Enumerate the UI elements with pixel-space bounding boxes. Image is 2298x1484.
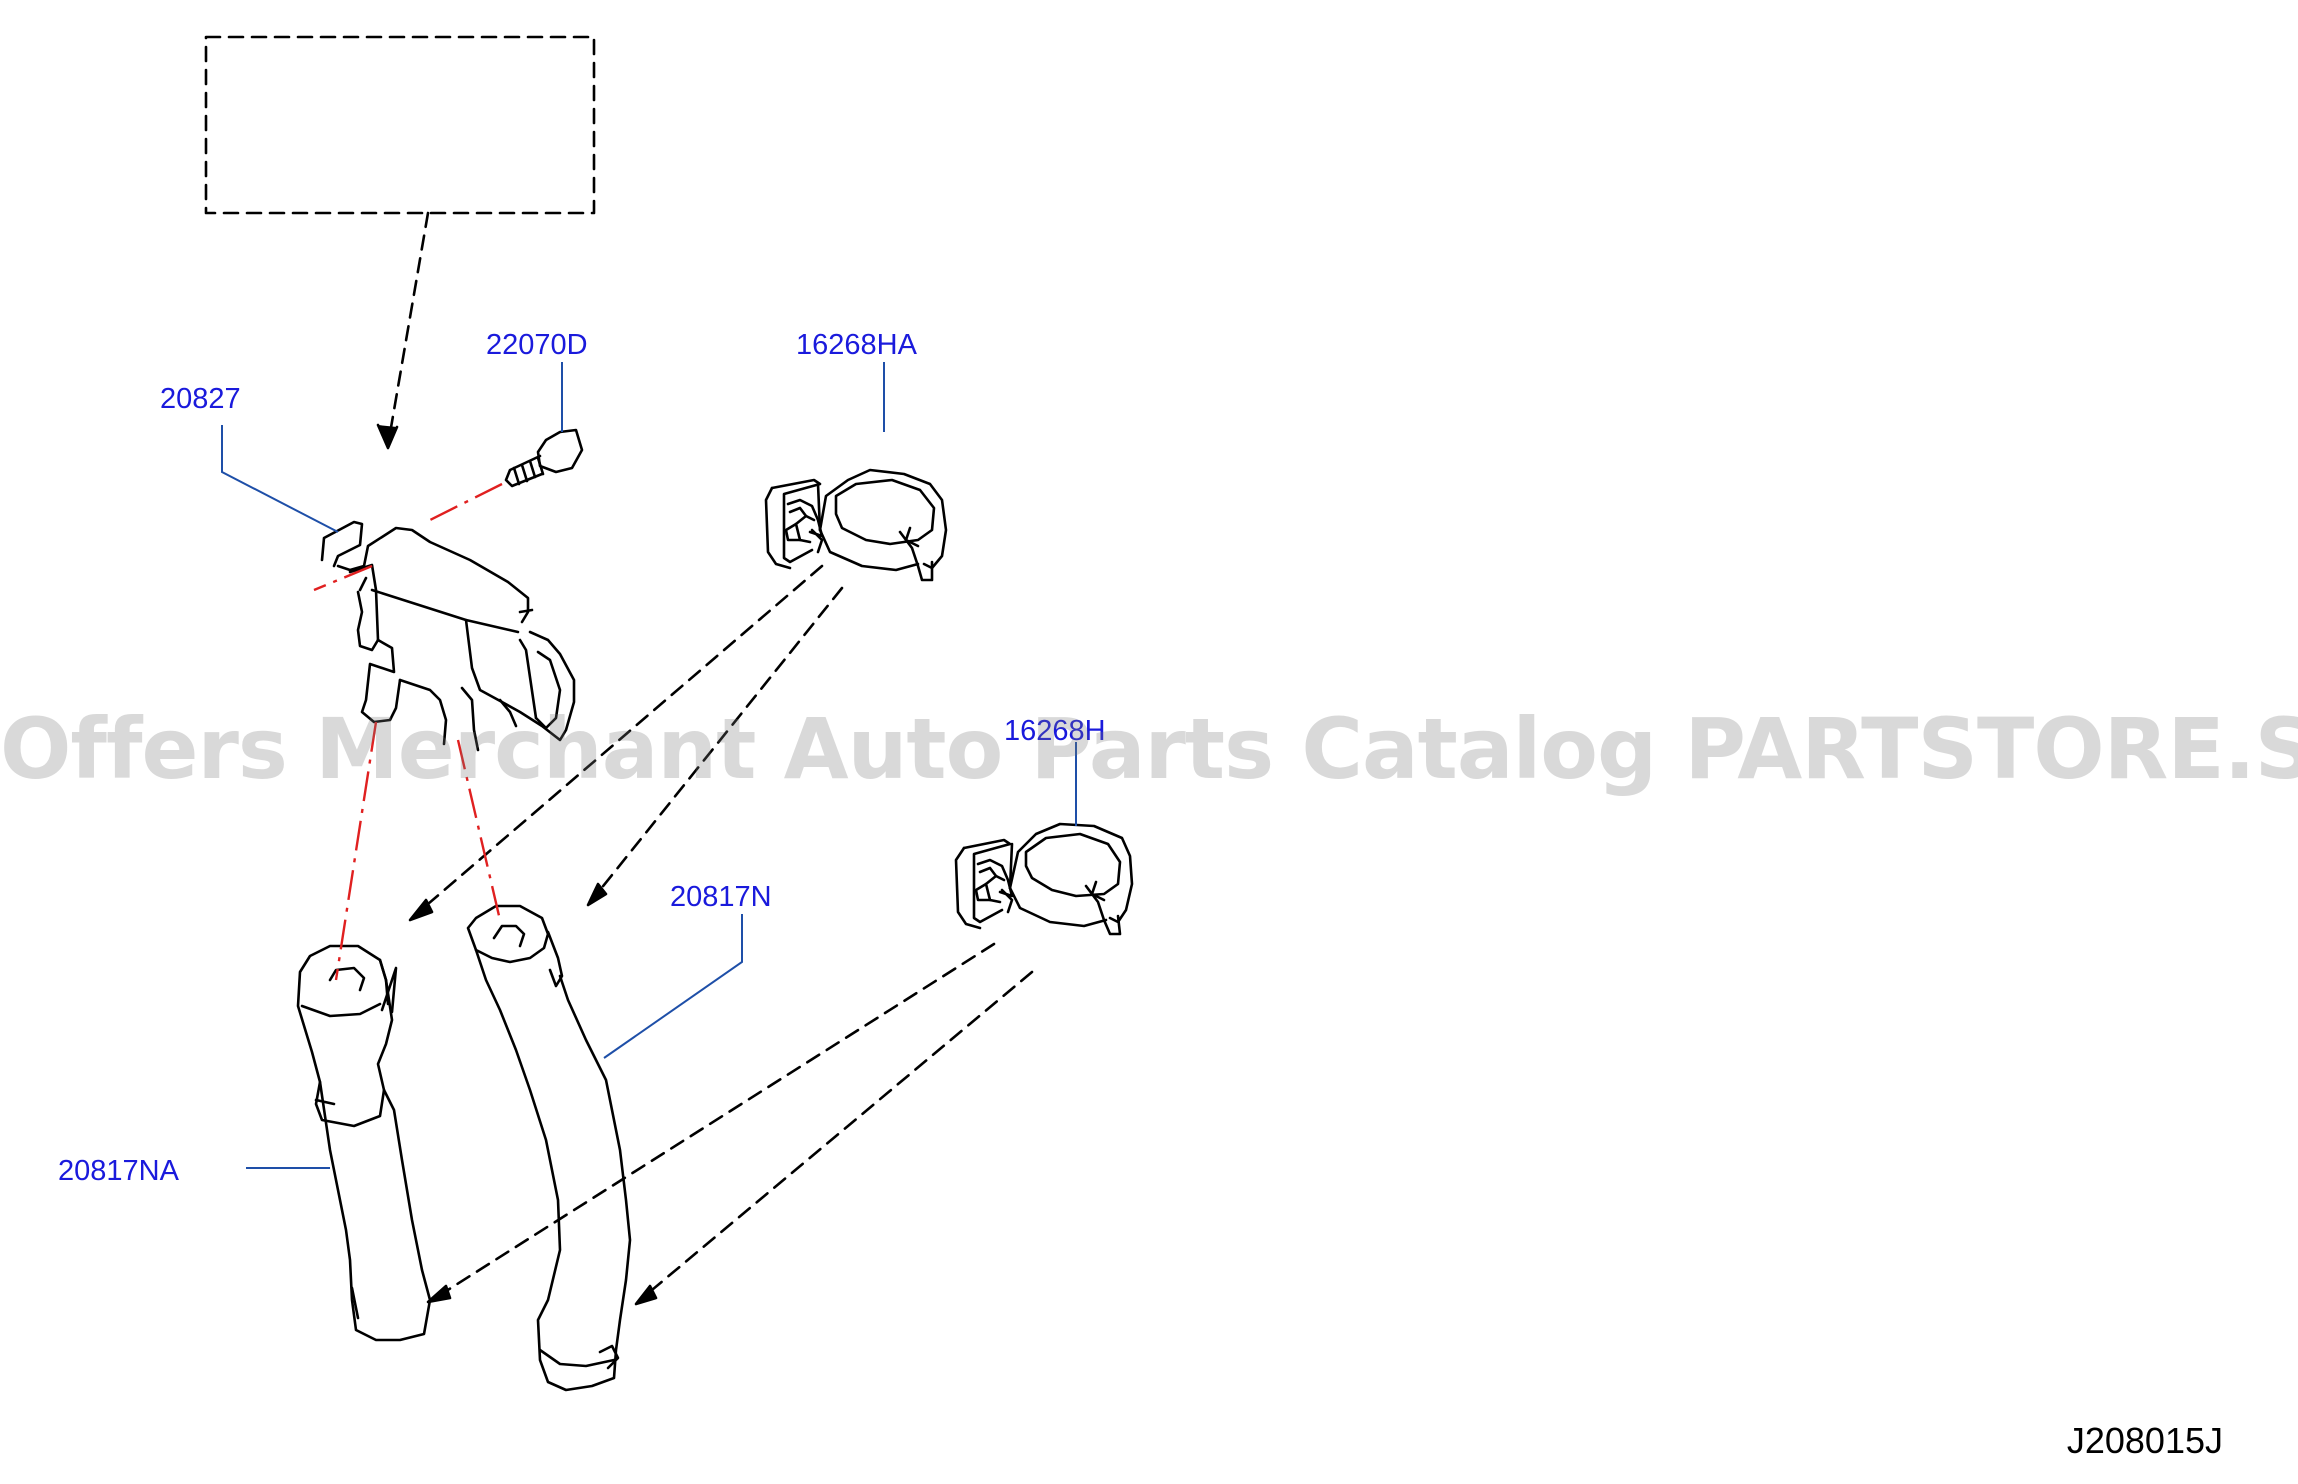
centerlines [313,482,503,981]
label-20817N[interactable]: 20817N [670,881,772,913]
leader-20817N [603,914,743,1059]
label-22070D[interactable]: 22070D [486,329,588,361]
reference-box [204,35,596,215]
arrow-box-to-bracket [386,211,430,447]
leader-20827 [221,425,339,533]
bracket-drawing [320,520,576,752]
hose-middle-drawing [466,904,632,1392]
leader-lines [221,362,1077,1169]
label-16268H[interactable]: 16268H [1004,715,1106,747]
label-20827[interactable]: 20827 [160,383,241,415]
hose-left-drawing [296,944,432,1342]
clamp-arrows [412,564,1034,1302]
clamp-upper-drawing [764,468,948,582]
clamp-arrow-heads [408,882,658,1306]
clamp-lower-drawing [954,822,1134,936]
label-20817NA[interactable]: 20817NA [58,1155,180,1187]
bolt-drawing [504,428,584,488]
diagram-id: J208015J [2066,1420,2223,1461]
label-16268HA[interactable]: 16268HA [796,329,918,361]
arrow-head [376,423,399,450]
